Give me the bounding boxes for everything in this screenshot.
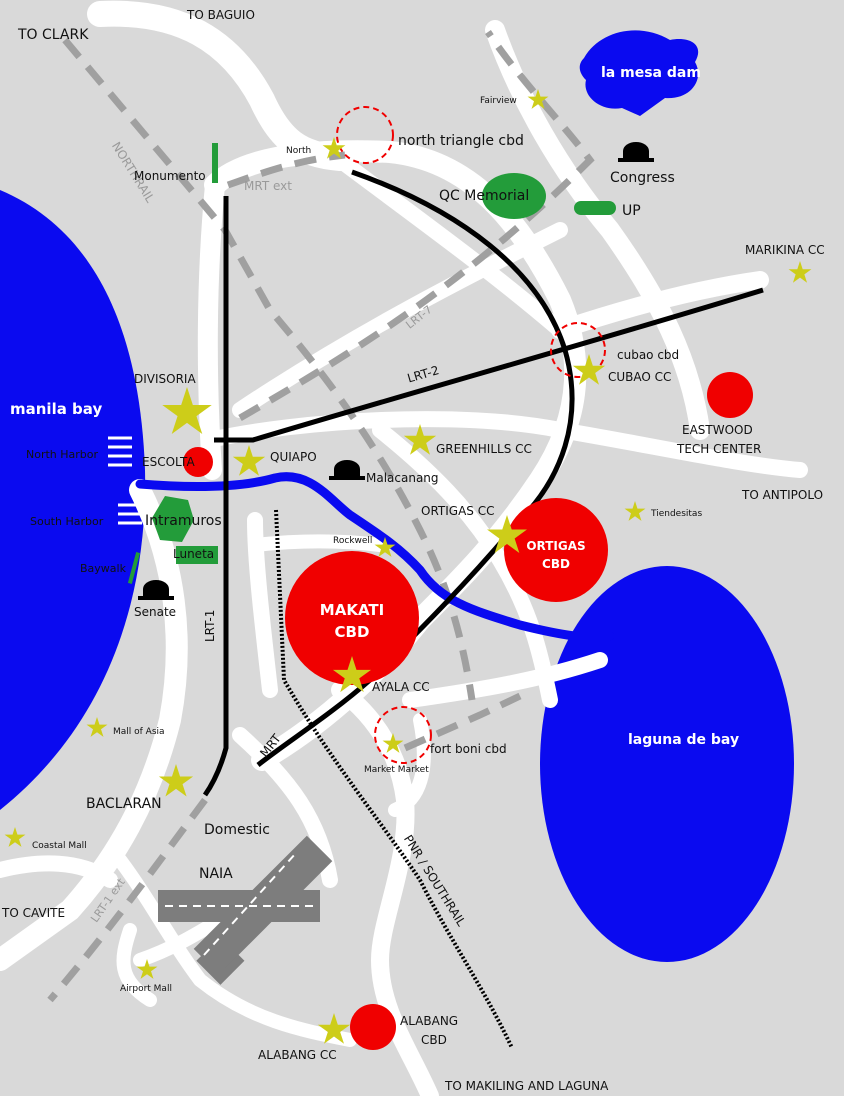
north-label: North bbox=[286, 146, 312, 156]
north-triangle-cbd-label: north triangle cbd bbox=[398, 133, 524, 149]
coastal-mall-label: Coastal Mall bbox=[32, 841, 87, 851]
fort-boni-cbd-label: fort boni cbd bbox=[430, 742, 507, 756]
marikina-cc-label: MARIKINA CC bbox=[745, 243, 825, 257]
lrt1-label: LRT-1 bbox=[203, 609, 217, 642]
domestic-label: Domestic bbox=[204, 822, 270, 838]
fairview-label: Fairview bbox=[480, 96, 517, 106]
senate-label: Senate bbox=[134, 605, 177, 619]
laguna-de-bay bbox=[540, 566, 794, 962]
ortigas-cc-label: ORTIGAS CC bbox=[421, 504, 495, 518]
intramuros-park bbox=[152, 496, 194, 542]
northrail-line bbox=[62, 37, 476, 701]
eastwood-label: EASTWOOD bbox=[682, 423, 753, 437]
qc-memorial-label: QC Memorial bbox=[439, 188, 530, 204]
la-mesa-dam bbox=[579, 30, 699, 116]
to-antipolo-label: TO ANTIPOLO bbox=[742, 488, 824, 502]
alabang-label: ALABANG bbox=[400, 1014, 459, 1028]
alabang-cbd bbox=[350, 1004, 396, 1050]
mrt-ext-line bbox=[226, 151, 346, 189]
cubao-cc-label: CUBAO CC bbox=[608, 370, 672, 384]
pnr-line bbox=[274, 509, 514, 1049]
fort-boni-line bbox=[403, 692, 522, 752]
monumento-marker bbox=[212, 143, 218, 183]
lrt1-line bbox=[202, 196, 229, 797]
manila-bay-label: manila bay bbox=[10, 400, 103, 418]
escolta-circle bbox=[183, 447, 213, 477]
luneta-label: Luneta bbox=[173, 547, 215, 561]
runway-icon bbox=[158, 835, 333, 985]
baywalk-marker bbox=[127, 552, 141, 584]
fort-boni-cbd-circle bbox=[374, 706, 432, 764]
makati-cbd bbox=[285, 551, 419, 685]
ortigas-cbd bbox=[504, 498, 608, 602]
tech-center-label: TECH CENTER bbox=[677, 442, 762, 456]
to-makiling-label: TO MAKILING AND LAGUNA bbox=[445, 1079, 609, 1093]
intramuros-label: Intramuros bbox=[145, 513, 222, 529]
up-label: UP bbox=[622, 203, 641, 219]
to-clark-label: TO CLARK bbox=[18, 27, 89, 43]
makati-cbd-label-1: MAKATI bbox=[319, 601, 385, 619]
market-market-label: Market Market bbox=[364, 765, 429, 775]
greenhills-cc-label: GREENHILLS CC bbox=[436, 442, 532, 456]
cubao-cbd-label: cubao cbd bbox=[617, 348, 680, 362]
baywalk-label: Baywalk bbox=[80, 562, 126, 575]
baclaran-label: BACLARAN bbox=[86, 796, 162, 812]
divisoria-label: DIVISORIA bbox=[134, 372, 196, 386]
lrt1-ext-line bbox=[47, 797, 208, 1003]
mrt-ext-label: MRT ext bbox=[244, 179, 292, 193]
alabang-cbd-label: CBD bbox=[421, 1033, 447, 1047]
congress-label: Congress bbox=[610, 170, 675, 186]
to-baguio-label: TO BAGUIO bbox=[187, 8, 255, 22]
north-harbor-label: North Harbor bbox=[26, 448, 99, 461]
quiapo-label: QUIAPO bbox=[270, 450, 317, 464]
escolta-label: ESCOLTA bbox=[142, 455, 195, 469]
laguna-de-bay-label: laguna de bay bbox=[628, 732, 740, 748]
to-cavite-label: TO CAVITE bbox=[2, 906, 66, 920]
makati-cbd-label-2: CBD bbox=[334, 623, 370, 641]
malacanang-label: Malacanang bbox=[366, 471, 439, 485]
up-marker bbox=[574, 201, 616, 215]
cubao-cbd-circle bbox=[550, 322, 606, 378]
mall-of-asia-label: Mall of Asia bbox=[113, 727, 165, 737]
ayala-cc-label: AYALA CC bbox=[372, 680, 430, 694]
cbd-circles bbox=[183, 372, 753, 1050]
tiendesitas-label: Tiendesitas bbox=[651, 509, 703, 519]
manila-bay bbox=[0, 190, 146, 810]
eastwood-circle bbox=[707, 372, 753, 418]
rockwell-label: Rockwell bbox=[333, 536, 373, 546]
la-mesa-dam-label: la mesa dam bbox=[601, 65, 701, 81]
ortigas-cbd-label-2: CBD bbox=[542, 557, 570, 571]
alabang-cc-label: ALABANG CC bbox=[258, 1048, 337, 1062]
luneta-park bbox=[176, 546, 218, 564]
monumento-label: Monumento bbox=[134, 169, 206, 183]
parks bbox=[127, 143, 616, 584]
ortigas-cbd-label-1: ORTIGAS bbox=[526, 539, 586, 553]
port-icons bbox=[108, 436, 142, 525]
lrt2-line bbox=[214, 287, 764, 443]
south-harbor-label: South Harbor bbox=[30, 515, 104, 528]
airport-mall-label: Airport Mall bbox=[120, 984, 172, 994]
naia-label: NAIA bbox=[199, 866, 233, 882]
qc-memorial-park bbox=[482, 173, 546, 219]
north-triangle-cbd-circle bbox=[336, 106, 394, 164]
